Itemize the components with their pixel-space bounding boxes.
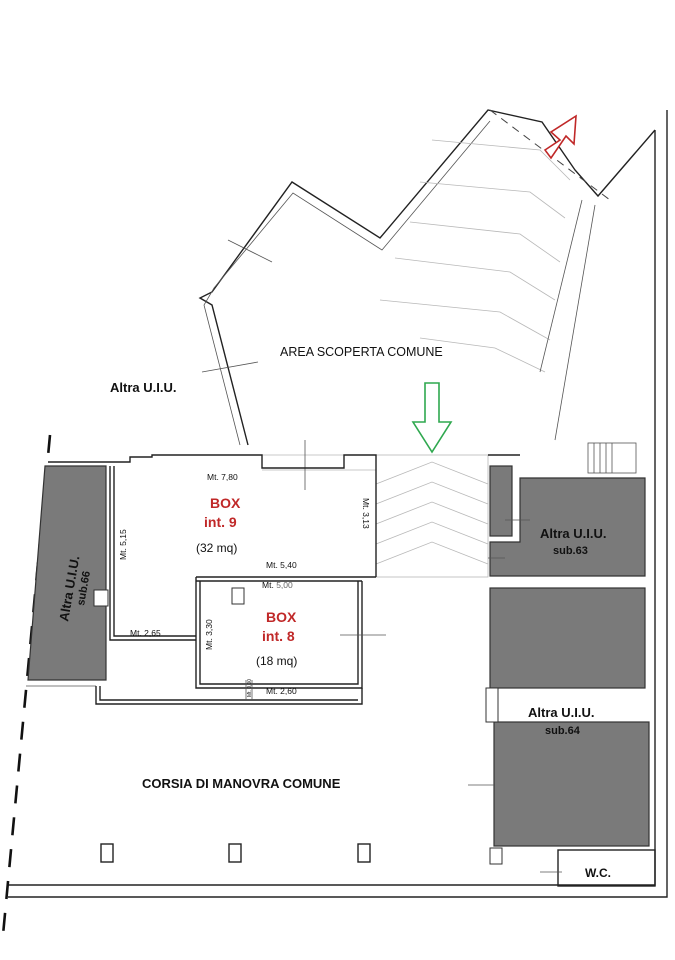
box8-dim-top-prefix: Mt. [262, 580, 274, 590]
box9-dim-step: Mt. 2,65 [130, 628, 161, 638]
box9-dim-right: Mt. 3,13 [361, 498, 371, 529]
box9-dim-top: Mt. 7,80 [207, 472, 238, 482]
entry-path [262, 440, 489, 578]
sub64-label: sub.64 [545, 725, 581, 737]
box8-title: BOX [266, 609, 297, 625]
box9-int: int. 9 [204, 514, 237, 530]
box9-dim-left: Mt. 5,15 [118, 529, 128, 560]
area-scoperta-label: AREA SCOPERTA COMUNE [280, 345, 443, 359]
sub66-label: sub.66 [75, 570, 93, 606]
altra-uiu-63-label: Altra U.I.U. [540, 526, 606, 541]
box8-dim-bottom: Mt. 2,60 [266, 686, 297, 696]
box9-title: BOX [210, 495, 241, 511]
box8-area: (18 mq) [256, 654, 297, 668]
altra-uiu-top-label: Altra U.I.U. [110, 380, 176, 395]
unit-sub64 [468, 587, 650, 847]
box8-int: int. 8 [262, 628, 295, 644]
box8-dim-small: Mt. 0,00 [247, 679, 253, 697]
wc-room [489, 847, 656, 887]
entry-arrow [411, 382, 453, 454]
sub63-label: sub.63 [553, 545, 588, 557]
box9-dim-bottom: Mt. 5,40 [266, 560, 297, 570]
boxes-structure [95, 454, 386, 705]
wc-label: W.C. [585, 866, 611, 880]
corsia-label: CORSIA DI MANOVRA COMUNE [142, 776, 341, 791]
box8-dim-top-value: 5,00 [276, 580, 293, 590]
box8-dim-top: Mt. 5,00 [262, 580, 293, 590]
unit-sub66 [26, 461, 110, 687]
unit-sub63 [488, 442, 646, 577]
box9-area: (32 mq) [196, 541, 237, 555]
altra-uiu-64-label: Altra U.I.U. [528, 705, 594, 720]
pillars [100, 843, 371, 863]
exit-arrow [543, 114, 577, 160]
box8-dim-left: Mt. 3,30 [204, 619, 214, 650]
